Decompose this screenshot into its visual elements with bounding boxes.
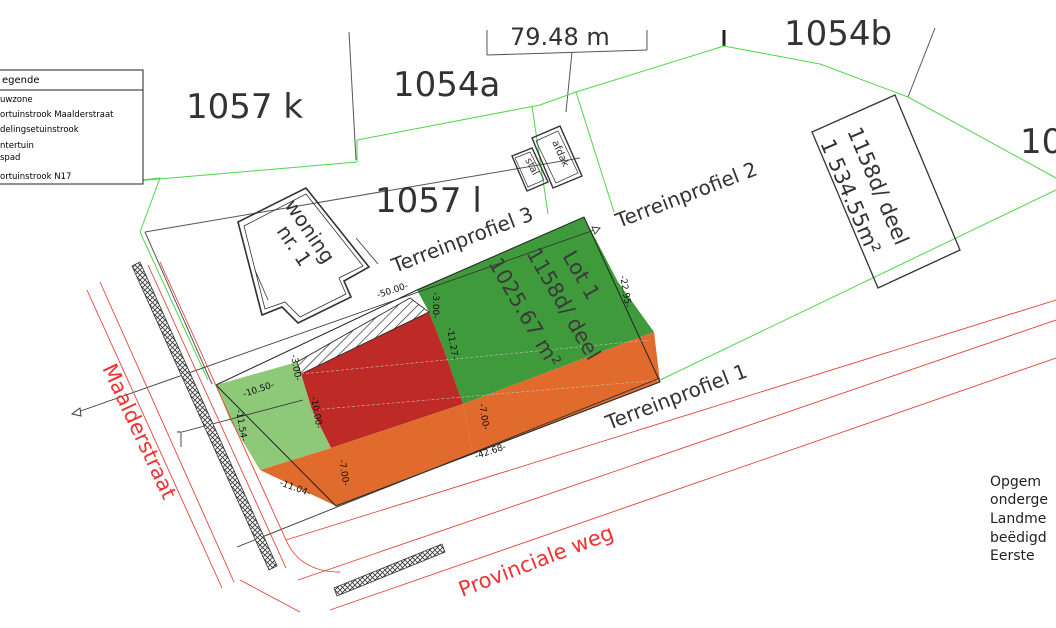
profile-2-label: Terreinprofiel 2: [611, 157, 760, 233]
legend-item: spad: [0, 153, 20, 163]
zone-orange-left: [260, 448, 336, 506]
maalderstraat-label: Maalderstraat: [97, 360, 181, 503]
deel-parcel-box: [811, 94, 961, 289]
note-line: Eerste: [990, 548, 1035, 564]
parcel-1057k: 1057 k: [186, 87, 303, 127]
existing-outlines: [144, 27, 936, 385]
dim-label: -3.00-: [288, 354, 302, 382]
zones: [215, 216, 661, 507]
lot-outline: [215, 216, 661, 507]
dim-label: -7.00-: [476, 403, 490, 431]
legend-item: delingsetuinstrook: [0, 125, 79, 135]
note-line: onderge: [990, 492, 1048, 508]
road-lines: [86, 261, 1056, 613]
zone-dark-green: [417, 217, 654, 404]
legend-item: uwzone: [0, 95, 33, 105]
parcel-1054b: 1054b: [784, 14, 892, 54]
top-measure: 79.48 m: [510, 23, 610, 51]
zone-orange-bottom: [315, 404, 473, 506]
note-line: Landme: [990, 511, 1046, 527]
parcel-1054a: 1054a: [393, 65, 500, 105]
afdak-building: [531, 125, 583, 189]
parcel-1057l: 1057 l: [375, 181, 482, 221]
provinciale-weg-label: Provinciale weg: [455, 520, 617, 601]
zone-dark-red: [301, 312, 463, 448]
legend-title: egende: [2, 75, 40, 86]
dim-label: -7.00-: [336, 459, 350, 487]
zone-orange-right: [463, 332, 660, 454]
profile-lines: [70, 226, 661, 548]
dim-label: -50.00-: [376, 281, 410, 300]
legend-item: ntertuin: [0, 141, 34, 151]
legend: egende uwzone ortuinstrook Maalderstraat…: [0, 69, 144, 185]
parcel-10: 10: [1020, 122, 1056, 162]
surveyor-note: Opgem onderge Landme beëdigd Eerste: [990, 474, 1048, 564]
note-line: Opgem: [990, 474, 1041, 490]
woning-building: [237, 186, 379, 324]
dim-label: -3.00-: [430, 292, 440, 319]
legend-item: ortuinstrook N17: [0, 172, 71, 182]
curb-strips: [131, 261, 446, 597]
hatched-strip: [296, 297, 430, 375]
legend-item: ortuinstrook Maalderstraat: [0, 110, 114, 120]
note-line: beëdigd: [990, 530, 1047, 546]
zone-light-green: [216, 362, 331, 470]
stal-building: [511, 147, 549, 192]
